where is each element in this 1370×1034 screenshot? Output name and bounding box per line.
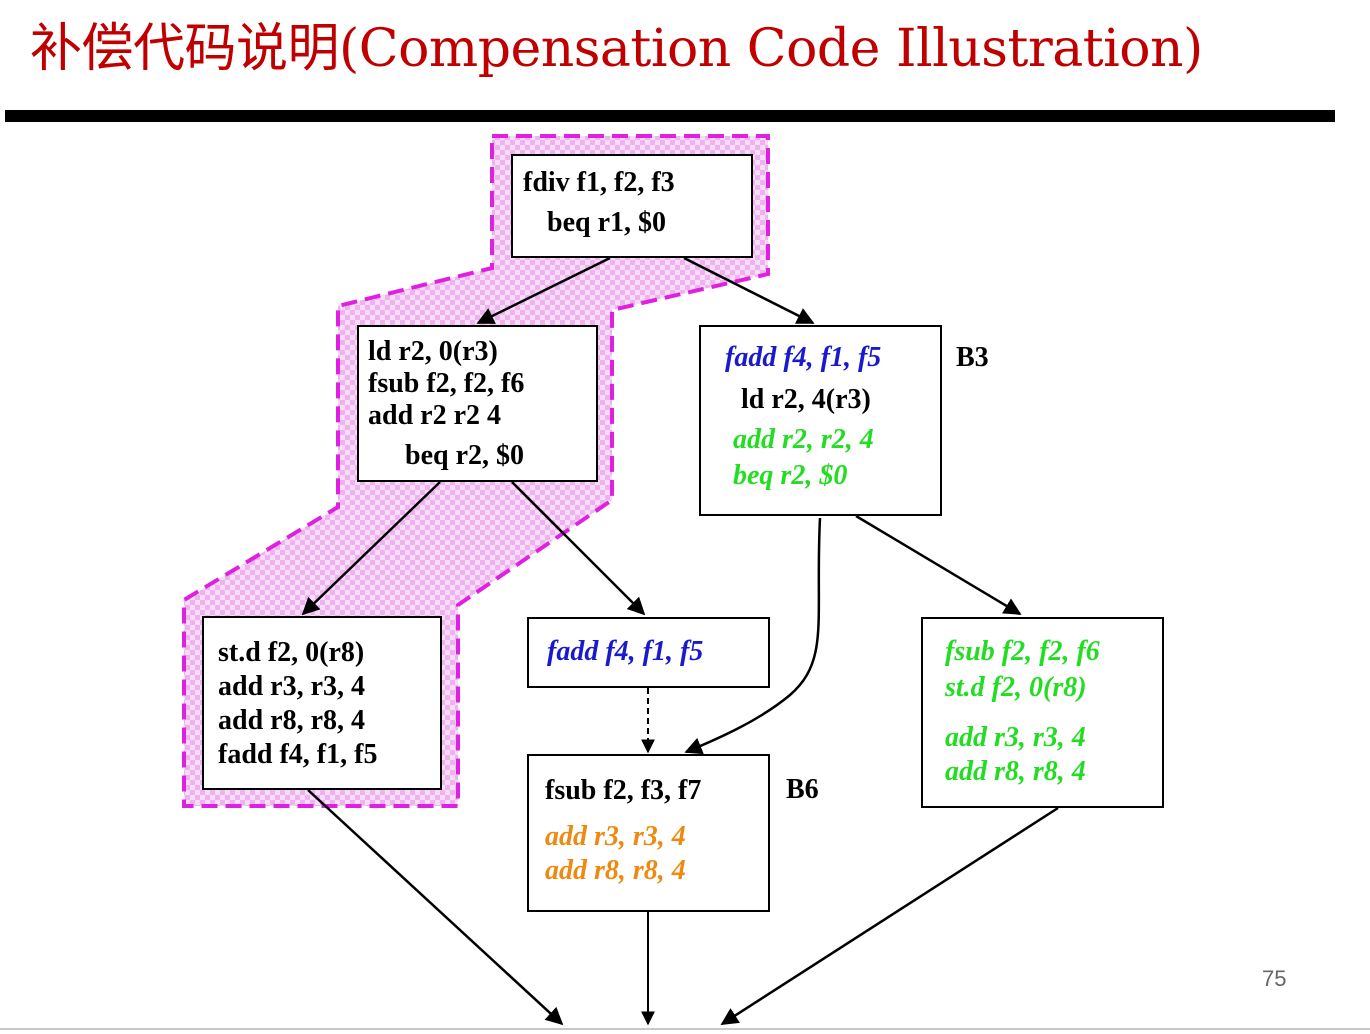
instr-line: fdiv f1, f2, f3	[523, 167, 675, 198]
block-label-b3: B3	[956, 342, 989, 373]
page-number: 75	[1262, 966, 1287, 991]
edge-b3-b7	[855, 514, 1022, 616]
edge-b2-b5	[511, 481, 646, 616]
instr-line: add r8, r8, 4	[218, 705, 365, 736]
edge-b4-exit	[307, 789, 564, 1026]
instr-line: st.d f2, 0(r8)	[218, 637, 365, 668]
title-rule	[5, 110, 1335, 122]
instr-line: add r3, r3, 4	[945, 722, 1086, 753]
instr-line: fadd f4, f1, f5	[547, 636, 704, 667]
slide-title: 补偿代码说明(Compensation Code Illustration)	[30, 19, 1203, 79]
block-b4: st.d f2, 0(r8) add r3, r3, 4 add r8, r8,…	[202, 616, 442, 790]
edge-b7-exit	[720, 806, 1059, 1026]
instr-line: add r2 r2 4	[368, 400, 501, 431]
instr-line: fadd f4, f1, f5	[725, 342, 882, 373]
instr-line: beq r2, $0	[733, 460, 848, 491]
footer-rule	[0, 1028, 1370, 1030]
instr-line: add r3, r3, 4	[218, 671, 365, 702]
block-label-b6: B6	[786, 774, 819, 805]
instr-line: add r3, r3, 4	[545, 821, 686, 852]
instr-line: fsub f2, f3, f7	[545, 775, 702, 806]
block-b5: fadd f4, f1, f5	[527, 617, 770, 688]
block-b7: fsub f2, f2, f6 st.d f2, 0(r8) add r3, r…	[921, 617, 1164, 808]
instr-line: fsub f2, f2, f6	[368, 368, 525, 399]
block-b6: fsub f2, f3, f7 add r3, r3, 4 add r8, r8…	[527, 754, 770, 912]
instr-line: add r2, r2, 4	[733, 424, 874, 455]
instr-line: ld r2, 0(r3)	[368, 336, 498, 367]
edge-b3-b6	[684, 517, 822, 755]
instr-line: beq r1, $0	[547, 207, 666, 238]
instr-line: add r8, r8, 4	[545, 855, 686, 886]
edge-b1-b2	[476, 256, 611, 325]
instr-line: fsub f2, f2, f6	[945, 636, 1100, 667]
edge-b2-b4	[301, 481, 441, 616]
instr-line: ld r2, 4(r3)	[741, 384, 871, 415]
block-b1: fdiv f1, f2, f3 beq r1, $0	[511, 154, 753, 258]
block-b3: fadd f4, f1, f5 ld r2, 4(r3) add r2, r2,…	[699, 325, 942, 516]
instr-line: fadd f4, f1, f5	[218, 739, 378, 770]
instr-line: st.d f2, 0(r8)	[945, 672, 1087, 703]
edge-b1-b3	[683, 256, 815, 325]
instr-line: add r8, r8, 4	[945, 756, 1086, 787]
block-b2: ld r2, 0(r3) fsub f2, f2, f6 add r2 r2 4…	[357, 325, 598, 482]
instr-line: beq r2, $0	[405, 440, 524, 471]
